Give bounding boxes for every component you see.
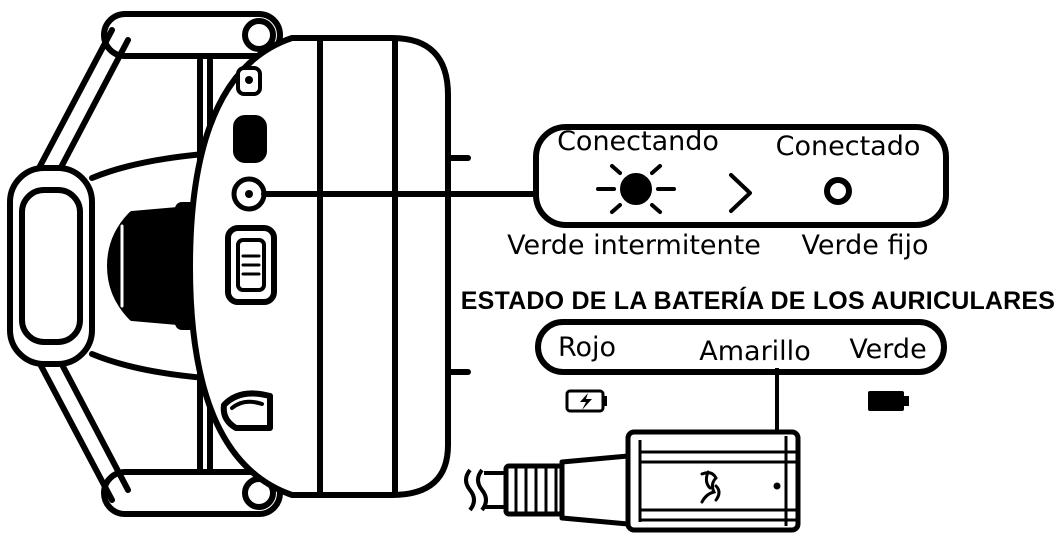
connecting-description: Verde intermitente	[507, 230, 761, 261]
volume-dial	[107, 202, 203, 330]
blinking-led-icon	[596, 164, 676, 214]
yellow-label: Amarillo	[699, 336, 810, 367]
pivot-block	[7, 165, 95, 367]
chevron-right-icon	[729, 173, 752, 213]
red-label: Rojo	[558, 332, 616, 363]
razer-logo-icon	[700, 470, 721, 504]
control-buttons	[220, 66, 277, 431]
headset-illustration	[7, 11, 539, 517]
headband-bottom	[101, 469, 283, 517]
battery-status-title: ESTADO DE LA BATERÍA DE LOS AURICULARES	[461, 286, 1055, 315]
connected-description: Verde fijo	[802, 230, 929, 261]
connecting-label: Conectando	[557, 126, 719, 157]
battery-status-panel: Rojo Amarillo Verde	[535, 319, 947, 375]
dongle-status-led	[773, 482, 781, 490]
battery-full-icon	[868, 391, 909, 411]
green-label: Verde	[849, 334, 926, 365]
battery-charging-icon	[565, 389, 607, 413]
headband-top	[101, 11, 283, 59]
steady-led-icon	[824, 177, 852, 205]
connected-label: Conectado	[776, 131, 921, 162]
connection-status-panel: Conectando Conectado	[533, 124, 949, 228]
usb-dongle	[464, 429, 801, 533]
